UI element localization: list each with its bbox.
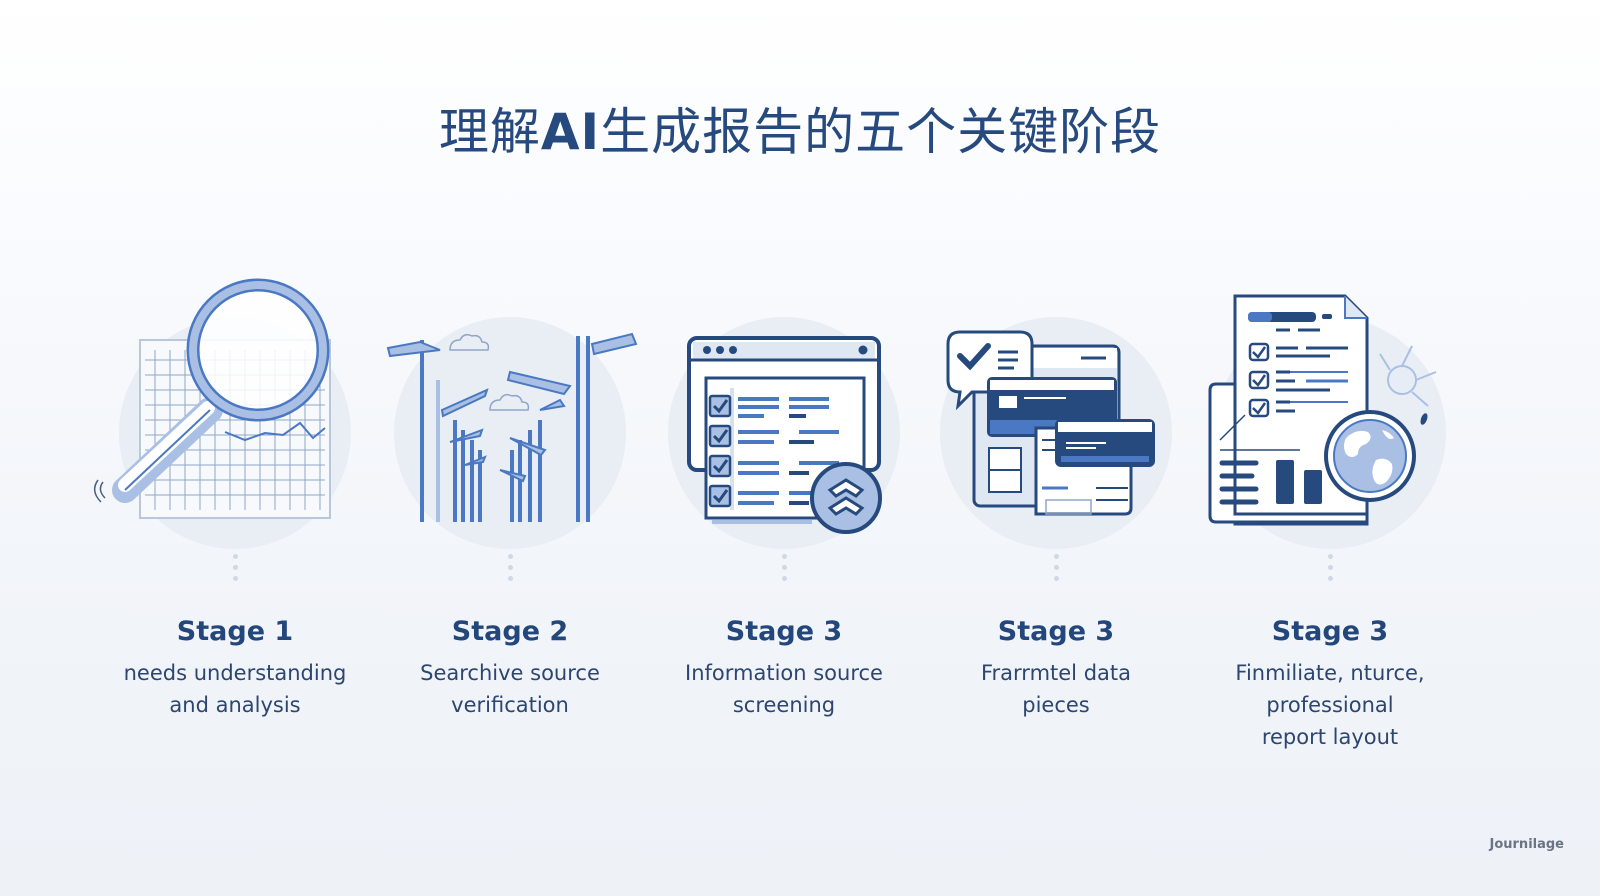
stage-1: } Stage 1 needs understanding and analys… <box>85 260 385 721</box>
magnifier-chart-icon: } <box>93 278 331 519</box>
stage-description: Searchive source verification <box>420 661 600 717</box>
connector-dots <box>781 554 787 590</box>
connector-dots <box>1053 554 1059 590</box>
stage-4: Stage 3 Frarrmtel data pieces <box>906 260 1206 721</box>
stage-4-illustration <box>906 260 1206 560</box>
checklist-browser-icon <box>687 336 882 534</box>
stage-2: Stage 2 Searchive source verification <box>360 260 660 721</box>
stage-title: Stage 1 <box>176 616 294 647</box>
connector-dots <box>232 554 238 590</box>
stage-title: Stage 3 <box>997 616 1115 647</box>
stage-description: Frarrmtel data pieces <box>980 661 1131 717</box>
title-prefix: 理解 <box>438 103 541 161</box>
stage-1-illustration: } <box>85 260 385 560</box>
stage-description: Finmiliate, nturce, professional report … <box>1235 661 1425 749</box>
title-highlight: AI <box>540 103 601 161</box>
stage-title: Stage 2 <box>451 616 569 647</box>
page-title: 理解AI生成报告的五个关键阶段 <box>0 92 1600 164</box>
stage-3-illustration <box>634 260 934 560</box>
stage-2-illustration <box>360 260 660 560</box>
stage-description: Information source screening <box>685 661 883 717</box>
title-suffix: 生成报告的五个关键阶段 <box>600 103 1162 161</box>
stage-5: Stage 3 Finmiliate, nturce, professional… <box>1180 260 1480 753</box>
stage-title: Stage 3 <box>725 616 843 647</box>
stage-title: Stage 3 <box>1271 616 1389 647</box>
data-windows-icon <box>946 330 1155 516</box>
stage-description: needs understanding and analysis <box>123 661 347 717</box>
connector-dots <box>507 554 513 590</box>
report-globe-icon <box>1208 294 1437 526</box>
connector-dots <box>1327 554 1333 590</box>
street-lamps-icon <box>386 332 638 522</box>
brand-watermark: Journilage <box>1489 837 1565 852</box>
stages-row: } Stage 1 needs understanding and analys… <box>0 260 1600 780</box>
stage-5-illustration <box>1180 260 1480 560</box>
stage-3: Stage 3 Information source screening <box>634 260 934 721</box>
